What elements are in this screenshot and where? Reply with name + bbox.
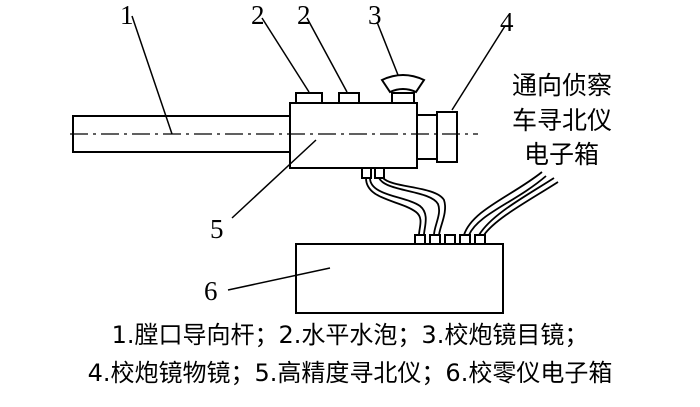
level-bubble-left bbox=[295, 92, 323, 104]
callout-5: 5 bbox=[210, 214, 224, 244]
box-connectors bbox=[414, 234, 486, 245]
callout-2a: 2 bbox=[251, 0, 265, 30]
note-line-1: 通向侦察 bbox=[512, 71, 612, 100]
callout-1: 1 bbox=[120, 0, 134, 30]
callout-3: 3 bbox=[368, 0, 382, 30]
note-line-2: 车寻北仪 bbox=[512, 106, 612, 135]
leader-lines bbox=[131, 15, 506, 291]
eyepiece bbox=[380, 74, 426, 104]
caption-line-1: 1.膛口导向杆；2.水平水泡；3.校炮镜目镜； bbox=[111, 321, 589, 349]
note-line-3: 电子箱 bbox=[524, 140, 599, 169]
level-bubble-right bbox=[338, 92, 360, 104]
callout-4: 4 bbox=[500, 7, 514, 37]
caption-line-2: 4.校炮镜物镜；5.高精度寻北仪；6.校零仪电子箱 bbox=[87, 359, 613, 387]
body-connector bbox=[361, 167, 385, 179]
calibration-electronic-box bbox=[295, 243, 504, 314]
cables bbox=[365, 171, 559, 236]
callout-6: 6 bbox=[204, 276, 218, 306]
objective-lens bbox=[416, 111, 458, 163]
callout-2b: 2 bbox=[297, 0, 311, 30]
north-finder-body bbox=[289, 102, 418, 169]
